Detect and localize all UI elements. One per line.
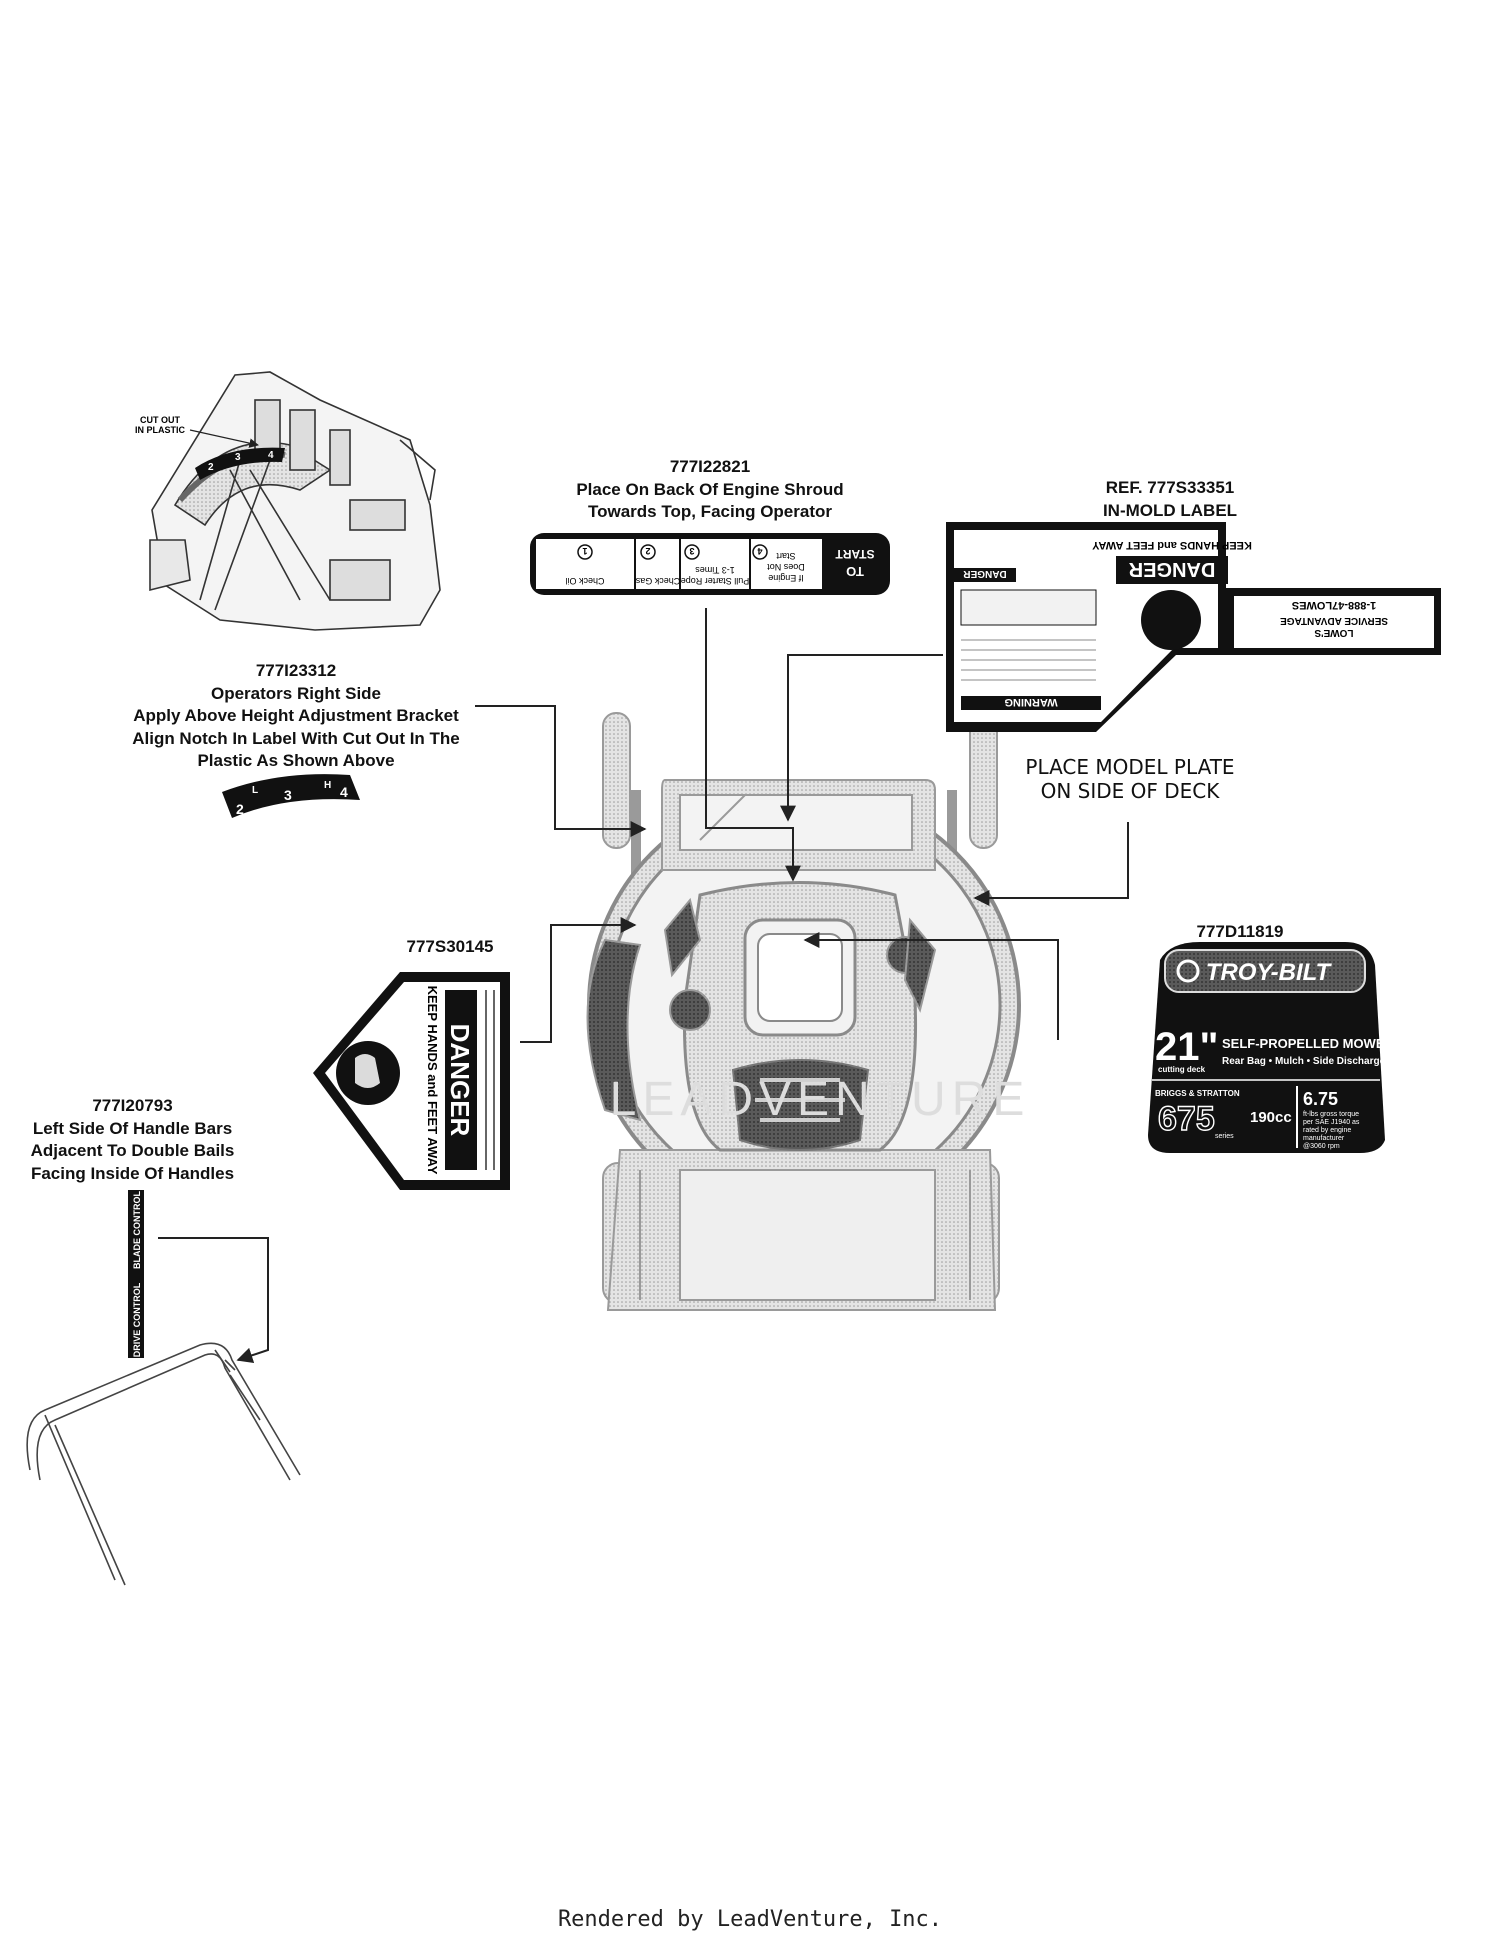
watermark: LEADVENTURE [610,1073,1031,1126]
svg-text:H: H [324,780,331,791]
callout-part-number: 777I20793 [92,1096,173,1115]
svg-text:675: 675 [1158,1100,1215,1138]
cutout-label-1: CUT OUT [140,415,180,425]
svg-text:DANGER: DANGER [963,568,1007,579]
height-decal-on-bracket [195,447,285,480]
callout-text-line: ON SIDE OF DECK [1040,779,1220,803]
svg-text:21": 21" [1155,1025,1218,1069]
svg-text:WARNING: WARNING [1004,696,1057,708]
svg-text:L: L [252,785,258,796]
callout-text-line: Towards Top, Facing Operator [587,502,832,521]
callout-777S30145: 777S30145 [390,936,510,959]
svg-text:3: 3 [284,787,292,803]
callout-text-line: Place On Back Of Engine Shroud [576,479,844,499]
sketch-mark-2: 2 [208,462,214,473]
svg-text:per SAE J1940 as: per SAE J1940 as [1303,1119,1360,1126]
svg-text:BRIGGS & STRATTON: BRIGGS & STRATTON [1155,1089,1240,1098]
svg-text:SELF-PROPELLED MOWER: SELF-PROPELLED MOWER [1222,1036,1395,1051]
callout-text-line: Align Notch In Label With Cut Out In The [132,728,460,748]
callout-part-number: 777D11819 [1196,922,1284,941]
svg-text:1-3 Times: 1-3 Times [695,565,735,575]
callout-text-line: PLACE MODEL PLATE [1025,755,1235,779]
svg-text:@3060 rpm: @3060 rpm [1303,1143,1340,1150]
height-adjust-decal: 2 L 3 H 4 [222,774,360,818]
handle-strip-decal: BLADE CONTROL DRIVE CONTROL [128,1190,144,1358]
svg-text:START: START [835,547,875,561]
svg-text:2: 2 [645,546,650,556]
svg-text:BLADE CONTROL: BLADE CONTROL [132,1191,142,1269]
svg-text:TO: TO [846,564,864,579]
cutout-label-2: IN PLASTIC [135,425,186,435]
inmold-danger-label: DANGER KEEP HANDS and FEET AWAY WARNING … [946,522,1441,732]
svg-text:Does Not: Does Not [767,562,805,572]
svg-text:DANGER: DANGER [445,1024,475,1137]
svg-text:4: 4 [757,546,762,556]
callout-text-line: IN-MOLD LABEL [1102,500,1238,520]
leader-lines [158,608,1129,1364]
svg-text:SERVICE ADVANTAGE: SERVICE ADVANTAGE [1280,615,1388,626]
svg-text:1: 1 [582,546,587,556]
callout-text-line: Facing Inside Of Handles [30,1163,235,1183]
callout-text-line: Operators Right Side [210,683,382,703]
mower-top-view [586,712,1021,1311]
callout-text-line: Plastic As Shown Above [197,751,395,770]
height-bracket-sketch [149,371,441,631]
svg-text:1-888-47LOWES: 1-888-47LOWES [1292,599,1376,611]
svg-text:3: 3 [689,546,694,556]
svg-text:Check Oil: Check Oil [565,576,604,586]
callout-text-line: Left Side Of Handle Bars [32,1118,233,1138]
callout-777I20793: 777I20793 Left Side Of Handle Bars Adjac… [10,1095,255,1185]
svg-text:DRIVE CONTROL: DRIVE CONTROL [132,1282,142,1357]
svg-text:manufacturer: manufacturer [1303,1135,1345,1142]
svg-text:Rear Bag • Mulch • Side Discha: Rear Bag • Mulch • Side Discharge [1222,1056,1386,1067]
callout-777I23312: 777I23312 Operators Right Side Apply Abo… [96,660,496,773]
sketch-mark-3: 3 [235,452,241,463]
svg-text:LOWE'S: LOWE'S [1314,627,1353,638]
svg-text:series: series [1215,1133,1234,1140]
callout-part-number: 777S30145 [406,937,494,956]
svg-text:ft-lbs gross torque: ft-lbs gross torque [1303,1111,1359,1118]
svg-text:6.75: 6.75 [1303,1089,1338,1109]
svg-text:TROY-BILT: TROY-BILT [1206,959,1333,986]
danger-decal-30145: DANGER KEEP HANDS and FEET AWAY [313,972,510,1190]
handle-bar-sketch [26,1342,301,1586]
svg-text:KEEP HANDS and FEET AWAY: KEEP HANDS and FEET AWAY [425,986,440,1175]
callout-777I22821: 777I22821 Place On Back Of Engine Shroud… [545,456,875,524]
callout-part-number: 777I22821 [669,457,751,476]
footer-credit: Rendered by LeadVenture, Inc. [557,1907,943,1932]
troybilt-model-decal: TROY-BILT 21" cutting deck SELF-PROPELLE… [1148,942,1395,1153]
sketch-mark-4: 4 [268,450,274,461]
callout-model-plate: PLACE MODEL PLATE ON SIDE OF DECK [1010,755,1250,803]
svg-text:Pull Starter Rope: Pull Starter Rope [681,576,750,586]
svg-text:cutting deck: cutting deck [1158,1065,1206,1074]
to-start-decal: TO START If Engine Does Not Start Pull S… [530,533,890,595]
callout-text-line: Apply Above Height Adjustment Bracket [133,706,459,725]
cutout-leader [189,429,259,448]
svg-text:2: 2 [236,801,244,817]
svg-text:If Engine: If Engine [768,573,804,583]
callout-text-line: Adjacent To Double Bails [30,1141,235,1160]
svg-text:4: 4 [340,784,348,800]
callout-777S33351: REF. 777S33351 IN-MOLD LABEL [1070,477,1270,522]
svg-text:DANGER: DANGER [1128,558,1215,580]
callout-777D11819: 777D11819 [1170,921,1310,944]
svg-text:190cc: 190cc [1250,1109,1292,1126]
svg-text:Check Gas: Check Gas [635,576,680,586]
svg-text:Start: Start [776,551,796,561]
svg-text:rated by engine: rated by engine [1303,1127,1351,1134]
svg-text:KEEP HANDS and FEET AWAY: KEEP HANDS and FEET AWAY [1091,539,1251,551]
callout-part-number: 777I23312 [255,661,337,680]
callout-part-number: REF. 777S33351 [1105,478,1235,497]
